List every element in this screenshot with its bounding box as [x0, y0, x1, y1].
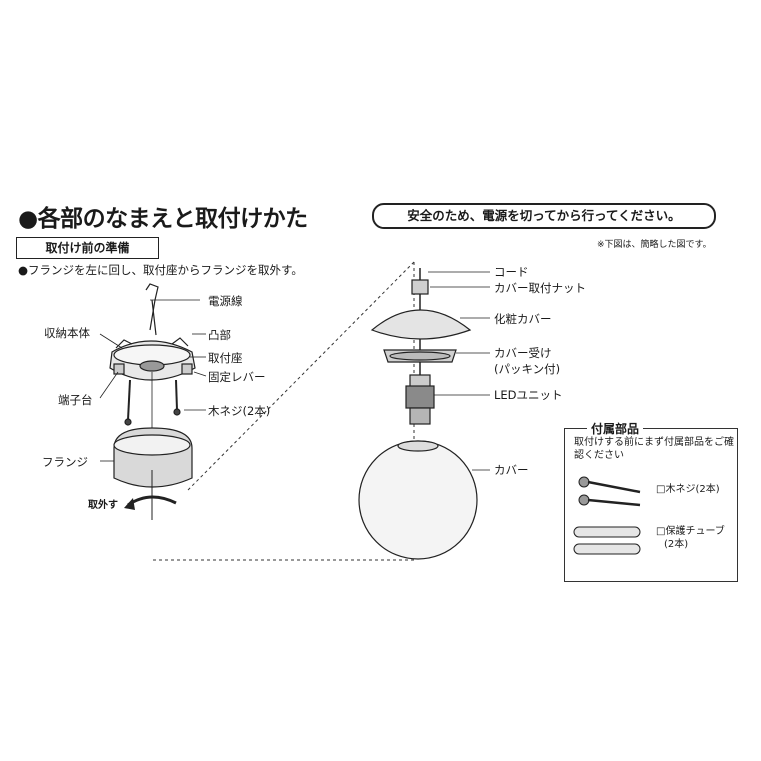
accessories-title: 付属部品 — [587, 420, 644, 437]
label-fixing-lever: 固定レバー — [208, 370, 266, 384]
accessories-box — [564, 428, 738, 582]
label-cover-receiver: カバー受け — [494, 346, 552, 360]
label-terminal-block: 端子台 — [58, 393, 93, 407]
preparation-instruction: ●フランジを左に回し、取付座からフランジを取外す。 — [18, 263, 303, 277]
page-title: ●各部のなまえと取付けかた — [18, 206, 308, 232]
label-storage-body: 収納本体 — [44, 326, 90, 340]
label-led-unit: LEDユニット — [494, 388, 563, 402]
label-decor-cover: 化粧カバー — [494, 312, 552, 326]
label-cover-nut: カバー取付ナット — [494, 281, 586, 295]
accessory-tube-count: (2本) — [664, 539, 689, 550]
label-wood-screw: 木ネジ(2本) — [208, 404, 271, 418]
preparation-heading: 取付け前の準備 — [16, 237, 159, 259]
label-power-wire: 電源線 — [208, 294, 243, 308]
label-protrusion: 凸部 — [208, 328, 231, 342]
label-cover: カバー — [494, 463, 529, 477]
accessory-drawings — [573, 476, 641, 555]
safety-notice: 安全のため、電源を切ってから行ってください。 — [372, 203, 716, 229]
accessory-tube: □保護チューブ — [656, 526, 725, 537]
label-packing: (パッキン付) — [494, 362, 561, 376]
note-text: ※下図は、簡略した図です。 — [597, 240, 712, 250]
accessories-description: 取付けする前にまず付属部品をご確認ください — [574, 437, 734, 461]
label-remove: 取外す — [88, 500, 118, 511]
accessory-wood-screw: □木ネジ(2本) — [656, 484, 720, 495]
label-mount-seat: 取付座 — [208, 351, 243, 365]
label-cord: コード — [494, 265, 529, 279]
label-flange: フランジ — [42, 455, 88, 469]
pendant-assembly-drawing — [358, 268, 490, 560]
flange-assembly-drawing — [99, 283, 207, 520]
